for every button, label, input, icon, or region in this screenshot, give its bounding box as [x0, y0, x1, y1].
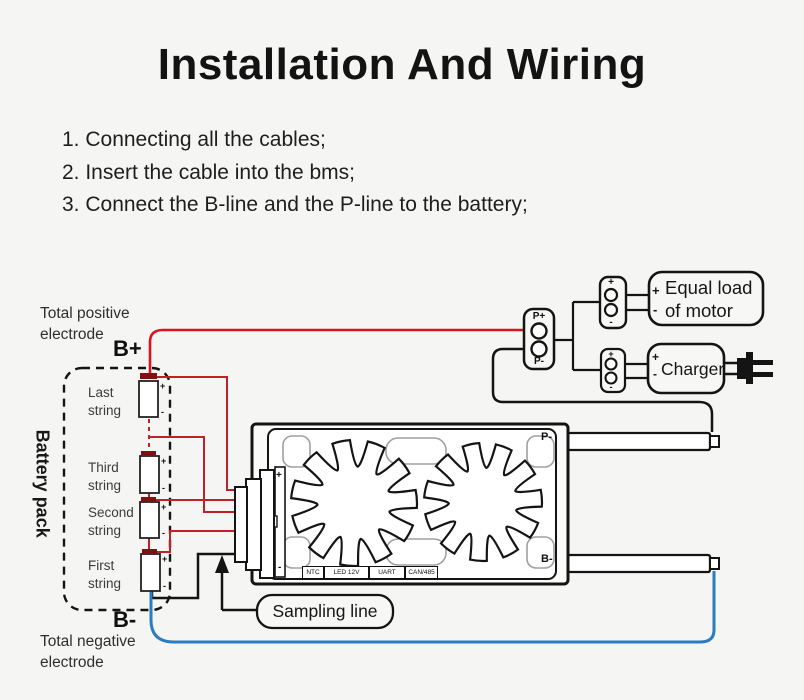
cell-third — [139, 455, 160, 494]
cell-minus-mark: - — [161, 407, 164, 417]
cell-second — [139, 501, 160, 539]
b-minus-wire — [149, 571, 716, 644]
bms-b-minus-label: B- — [541, 553, 553, 565]
bms-unit — [234, 422, 720, 586]
cell-plus-mark: + — [161, 456, 167, 466]
step-1: 1. Connecting all the cables; — [62, 128, 326, 151]
cell-minus-mark: - — [162, 483, 165, 493]
motor-load-box — [647, 270, 765, 327]
bms-plus-mark: + — [276, 470, 282, 481]
plug-housing-outer — [259, 469, 275, 579]
load-branch-wires — [554, 300, 601, 372]
total-negative-label: Total negative electrode — [40, 633, 136, 671]
charger-box — [646, 342, 726, 395]
motor-plug-plus: + — [608, 277, 614, 288]
b-minus-label: B- — [113, 607, 137, 632]
battery-pack-outline — [62, 366, 172, 612]
step-2: 2. Insert the cable into the bms; — [62, 160, 355, 184]
b-plus-wire — [148, 328, 531, 377]
fan-icon — [290, 438, 419, 568]
port-ntc: NTC — [302, 566, 324, 579]
cell-plus-mark: + — [161, 502, 167, 512]
charger-label: Charger — [661, 359, 725, 379]
total-positive-label: Total positive electrode — [40, 305, 130, 343]
port-can485: CAN/485 — [405, 566, 438, 579]
fan-icon — [423, 441, 544, 563]
port-uart: UART — [369, 566, 405, 579]
motor-plug-minus: - — [609, 317, 613, 328]
motor-section — [598, 270, 765, 330]
sampling-line-label: Sampling line — [272, 601, 378, 622]
charger-plug-plus: + — [608, 349, 614, 359]
cell-plus-mark: + — [162, 554, 168, 564]
p-plus-label: P+ — [532, 311, 546, 322]
cell-plus-mark: + — [160, 381, 166, 391]
b-minus-lead-tip — [709, 557, 720, 570]
first-string-label: First string — [88, 558, 122, 591]
p-plus-terminal — [530, 322, 548, 340]
p-minus-wire — [491, 347, 714, 432]
charger-box-minus: - — [653, 367, 657, 381]
last-string-label: Last string — [88, 385, 122, 418]
cell-last — [138, 380, 159, 418]
motor-load-label: Equal load of motor — [665, 277, 753, 321]
third-string-label: Third string — [88, 460, 122, 493]
second-string-label: Second string — [88, 505, 134, 538]
cell-first — [140, 553, 161, 592]
b-minus-lead — [566, 553, 712, 574]
battery-pack-label: Battery pack — [32, 429, 53, 538]
power-plug-icon — [724, 352, 773, 384]
page-title: Installation And Wiring — [157, 40, 647, 89]
instructions-list: 1. Connecting all the cables; 2. Insert … — [62, 124, 528, 222]
sampling-plug — [234, 486, 248, 563]
step-3: 3. Connect the B-line and the P-line to … — [62, 193, 528, 216]
sampling-label-box — [255, 593, 395, 630]
charger-plug-minus: - — [609, 382, 613, 392]
sampling-callout — [215, 555, 395, 630]
bms-minus-mark: - — [278, 562, 282, 573]
b-plus-label: B+ — [113, 336, 142, 361]
cell-minus-mark: - — [162, 528, 165, 538]
bms-p-minus-label: P- — [541, 431, 552, 443]
charger-box-plus: + — [652, 350, 660, 364]
p-minus-lead — [566, 431, 712, 452]
p-connector-block — [522, 307, 556, 371]
p-minus-label: P- — [534, 356, 544, 367]
motor-box-plus: + — [652, 283, 660, 298]
up-arrow-icon — [215, 555, 229, 573]
battery-cells — [138, 373, 161, 592]
p-minus-terminal — [530, 340, 548, 358]
cell-minus-mark: - — [163, 581, 166, 591]
port-led12v: LED 12V — [324, 566, 369, 579]
cell-terminals — [140, 373, 157, 554]
p-minus-lead-tip — [709, 435, 720, 448]
motor-box-minus: - — [653, 302, 658, 317]
plug-housing-mid — [245, 478, 262, 571]
charger-section — [599, 342, 773, 395]
